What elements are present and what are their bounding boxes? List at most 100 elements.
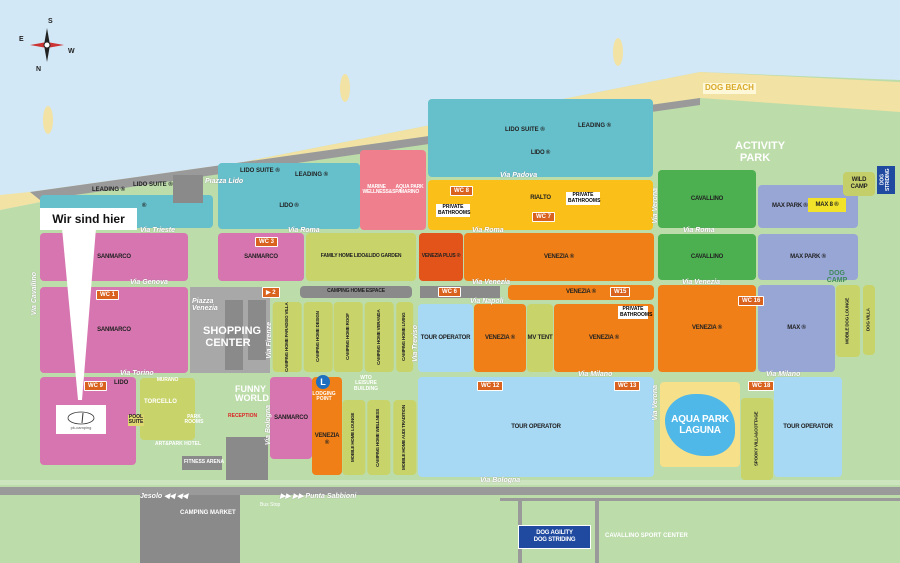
zone-label: SANMARCO <box>97 326 131 333</box>
zone-label: SANMARCO <box>97 253 131 260</box>
zone-label: VENEZIA ® <box>565 289 597 296</box>
zone-camping-home-espace[interactable]: CAMPING HOME ESPACE <box>300 286 412 298</box>
zone-camping-home-living[interactable]: CAMPING HOME LIVING <box>395 302 414 372</box>
zone-label: VENEZIA ® <box>543 253 575 260</box>
zone-mobile-dog-lounge[interactable]: MOBILE DOG LOUNGE <box>836 285 860 357</box>
leading-label: LEADING ® <box>92 187 126 193</box>
zone-max-8[interactable]: MAX 8 ® <box>808 198 846 212</box>
parking-badge: ▶ 2 <box>262 287 280 298</box>
zone-label: WILD CAMP <box>850 177 868 190</box>
zone-label: DOG STRIDING <box>879 168 892 192</box>
zone-max-park-2[interactable]: MAX PARK ® <box>758 234 858 280</box>
zone-spooky-villa[interactable]: SPOOKY VILLA&COTTAGE <box>741 398 773 480</box>
street-piazza-venezia: Piazza Venezia <box>192 298 218 312</box>
zone-murano-torcello[interactable]: MURANO <box>140 377 195 440</box>
street-via-firenze: Via Firenze <box>266 322 273 359</box>
zone-label: SANMARCO <box>244 253 278 260</box>
wc-badge: WC 7 <box>532 212 555 222</box>
camping-logo: pk-camping <box>56 405 106 434</box>
lido-suite-label: LIDO SUITE ® <box>133 182 173 188</box>
street-via-treviso: Via Treviso <box>412 325 419 362</box>
zone-venezia-1[interactable]: VENEZIA ® <box>464 233 654 281</box>
street-via-milano: Via Milano <box>578 371 613 378</box>
zone-tour-operator-1[interactable]: TOUR OPERATOR <box>418 304 473 372</box>
private-bathrooms-label: PRIVATE BATHROOMS <box>618 306 653 319</box>
palm-tree-icon <box>67 411 95 425</box>
zone-label: MOBILE HOME AUDI TRADITION <box>400 405 406 470</box>
zone-label: MAX PARK ® <box>772 203 808 210</box>
reception-label[interactable]: RECEPTION <box>228 413 258 419</box>
zone-venezia-3[interactable]: VENEZIA ® <box>474 304 526 372</box>
zone-label: MOBILE DOG LOUNGE <box>844 297 850 345</box>
zone-label: CAVALLINO <box>690 253 724 260</box>
zone-lido-middle[interactable]: LIDO ® <box>218 163 360 229</box>
zone-label: AQUA PARK LAGUNA <box>671 413 729 436</box>
zone-sanmarco-5[interactable]: SANMARCO <box>270 377 312 459</box>
zone-label: VENEZIA ® <box>691 325 723 332</box>
zone-dog-striding[interactable]: DOG STRIDING <box>877 166 895 194</box>
zone-venezia-6[interactable]: VENEZIA ® <box>312 377 342 475</box>
street-via-milano: Via Milano <box>766 371 801 378</box>
fitness-arena-label: FITNESS ARENA <box>184 459 225 465</box>
lodging-point-icon: L <box>316 375 330 389</box>
shopping-center-label: SHOPPING CENTER <box>203 325 262 349</box>
zone-label: FAMILY HOME LIDO&LIDO GARDEN <box>320 253 402 260</box>
zone-mv-tent[interactable]: MV TENT <box>527 304 553 372</box>
wc-badge: WC 8 <box>450 186 473 196</box>
zone-venezia-plus[interactable]: VENEZIA PLUS ® <box>419 233 463 281</box>
park-rooms-label: PARK ROOMS <box>184 414 204 426</box>
private-bathrooms-label: PRIVATE BATHROOMS <box>436 204 471 217</box>
street-via-genova: Via Genova <box>130 279 168 286</box>
zone-wild-camp[interactable]: WILD CAMP <box>843 172 875 196</box>
compass-rose-icon <box>30 28 64 62</box>
wc-badge: WC 13 <box>614 381 641 391</box>
zone-label: CAMPING HOME ESPACE <box>327 288 385 295</box>
zone-sanmarco-1[interactable]: SANMARCO <box>40 233 188 281</box>
zone-label: TOUR OPERATOR <box>511 423 561 430</box>
zone-cavallino-1[interactable]: CAVALLINO <box>658 170 756 228</box>
zone-label: CAMPING HOME VERANDA <box>375 309 381 365</box>
leading-label: LEADING ® <box>295 172 329 178</box>
zone-mobile-home-lounge[interactable]: MOBILE HOME LOUNGE <box>342 400 366 475</box>
mobile-homes-block: MOBILE HOME LOUNGE CAMPING HOME WELLNESS… <box>342 400 416 475</box>
zone-venezia-2[interactable]: VENEZIA ® <box>508 285 654 300</box>
zone-label: TOUR OPERATOR <box>783 423 833 430</box>
funny-world-label: FUNNY WORLD <box>235 384 269 404</box>
zone-label: CAMPING HOME PARADISO VILLA <box>283 302 289 372</box>
street-via-padova: Via Padova <box>500 172 538 179</box>
zone-label: RIALTO <box>530 194 551 201</box>
street-via-roma: Via Roma <box>288 227 320 234</box>
zone-family-home[interactable]: FAMILY HOME LIDO&LIDO GARDEN <box>306 233 416 281</box>
zone-max[interactable]: MAX ® <box>758 285 835 372</box>
zone-cavallino-2[interactable]: CAVALLINO <box>658 234 756 280</box>
zone-tour-operator-2[interactable]: TOUR OPERATOR <box>418 377 654 477</box>
camping-homes-block: CAMPING HOME PARADISO VILLA CAMPING HOME… <box>273 302 414 372</box>
zone-dog-villa[interactable]: DOG VILLA <box>863 285 875 355</box>
zone-label: MAX ® <box>787 325 806 332</box>
private-bathrooms-label: PRIVATE BATHROOMS <box>566 192 601 205</box>
torcello-label: TORCELLO <box>144 399 177 405</box>
zone-label: MURANO <box>156 377 179 383</box>
zone-tour-operator-3[interactable]: TOUR OPERATOR <box>774 377 842 477</box>
zone-label: MAX 8 ® <box>815 201 839 208</box>
aqua-park-marino-label: AQUA PARK MARINO <box>395 183 424 195</box>
zone-camping-home-veranda[interactable]: CAMPING HOME VERANDA <box>365 302 394 372</box>
bus-stop-label: Bus Stop <box>260 502 281 508</box>
zone-camping-home-design[interactable]: CAMPING HOME DESIGN <box>303 302 333 372</box>
zone-mobile-home-tradition[interactable]: MOBILE HOME AUDI TRADITION <box>392 400 416 475</box>
zone-aqua-park-laguna[interactable]: AQUA PARK LAGUNA <box>660 382 740 467</box>
zone-dog-agility[interactable]: DOG AGILITY DOG STRIDING <box>518 525 591 549</box>
camping-market-label: CAMPING MARKET <box>180 510 236 516</box>
zone-lido-right[interactable]: LIDO ® <box>428 99 653 177</box>
zone-camping-home-wellness[interactable]: CAMPING HOME WELLNESS <box>367 400 391 475</box>
street-via-verona: Via Verona <box>652 385 659 421</box>
lido-label: LIDO <box>114 380 129 386</box>
wc-badge: WC 6 <box>438 287 461 297</box>
zone-camping-home-roof[interactable]: CAMPING HOME ROOF <box>334 302 364 372</box>
beach <box>0 72 900 210</box>
zone-label: TOUR OPERATOR <box>420 334 471 341</box>
zone-camping-home-villa[interactable]: CAMPING HOME PARADISO VILLA <box>273 302 302 372</box>
street-via-napoli: Via Napoli <box>470 298 504 305</box>
compass-w: W <box>68 48 75 55</box>
